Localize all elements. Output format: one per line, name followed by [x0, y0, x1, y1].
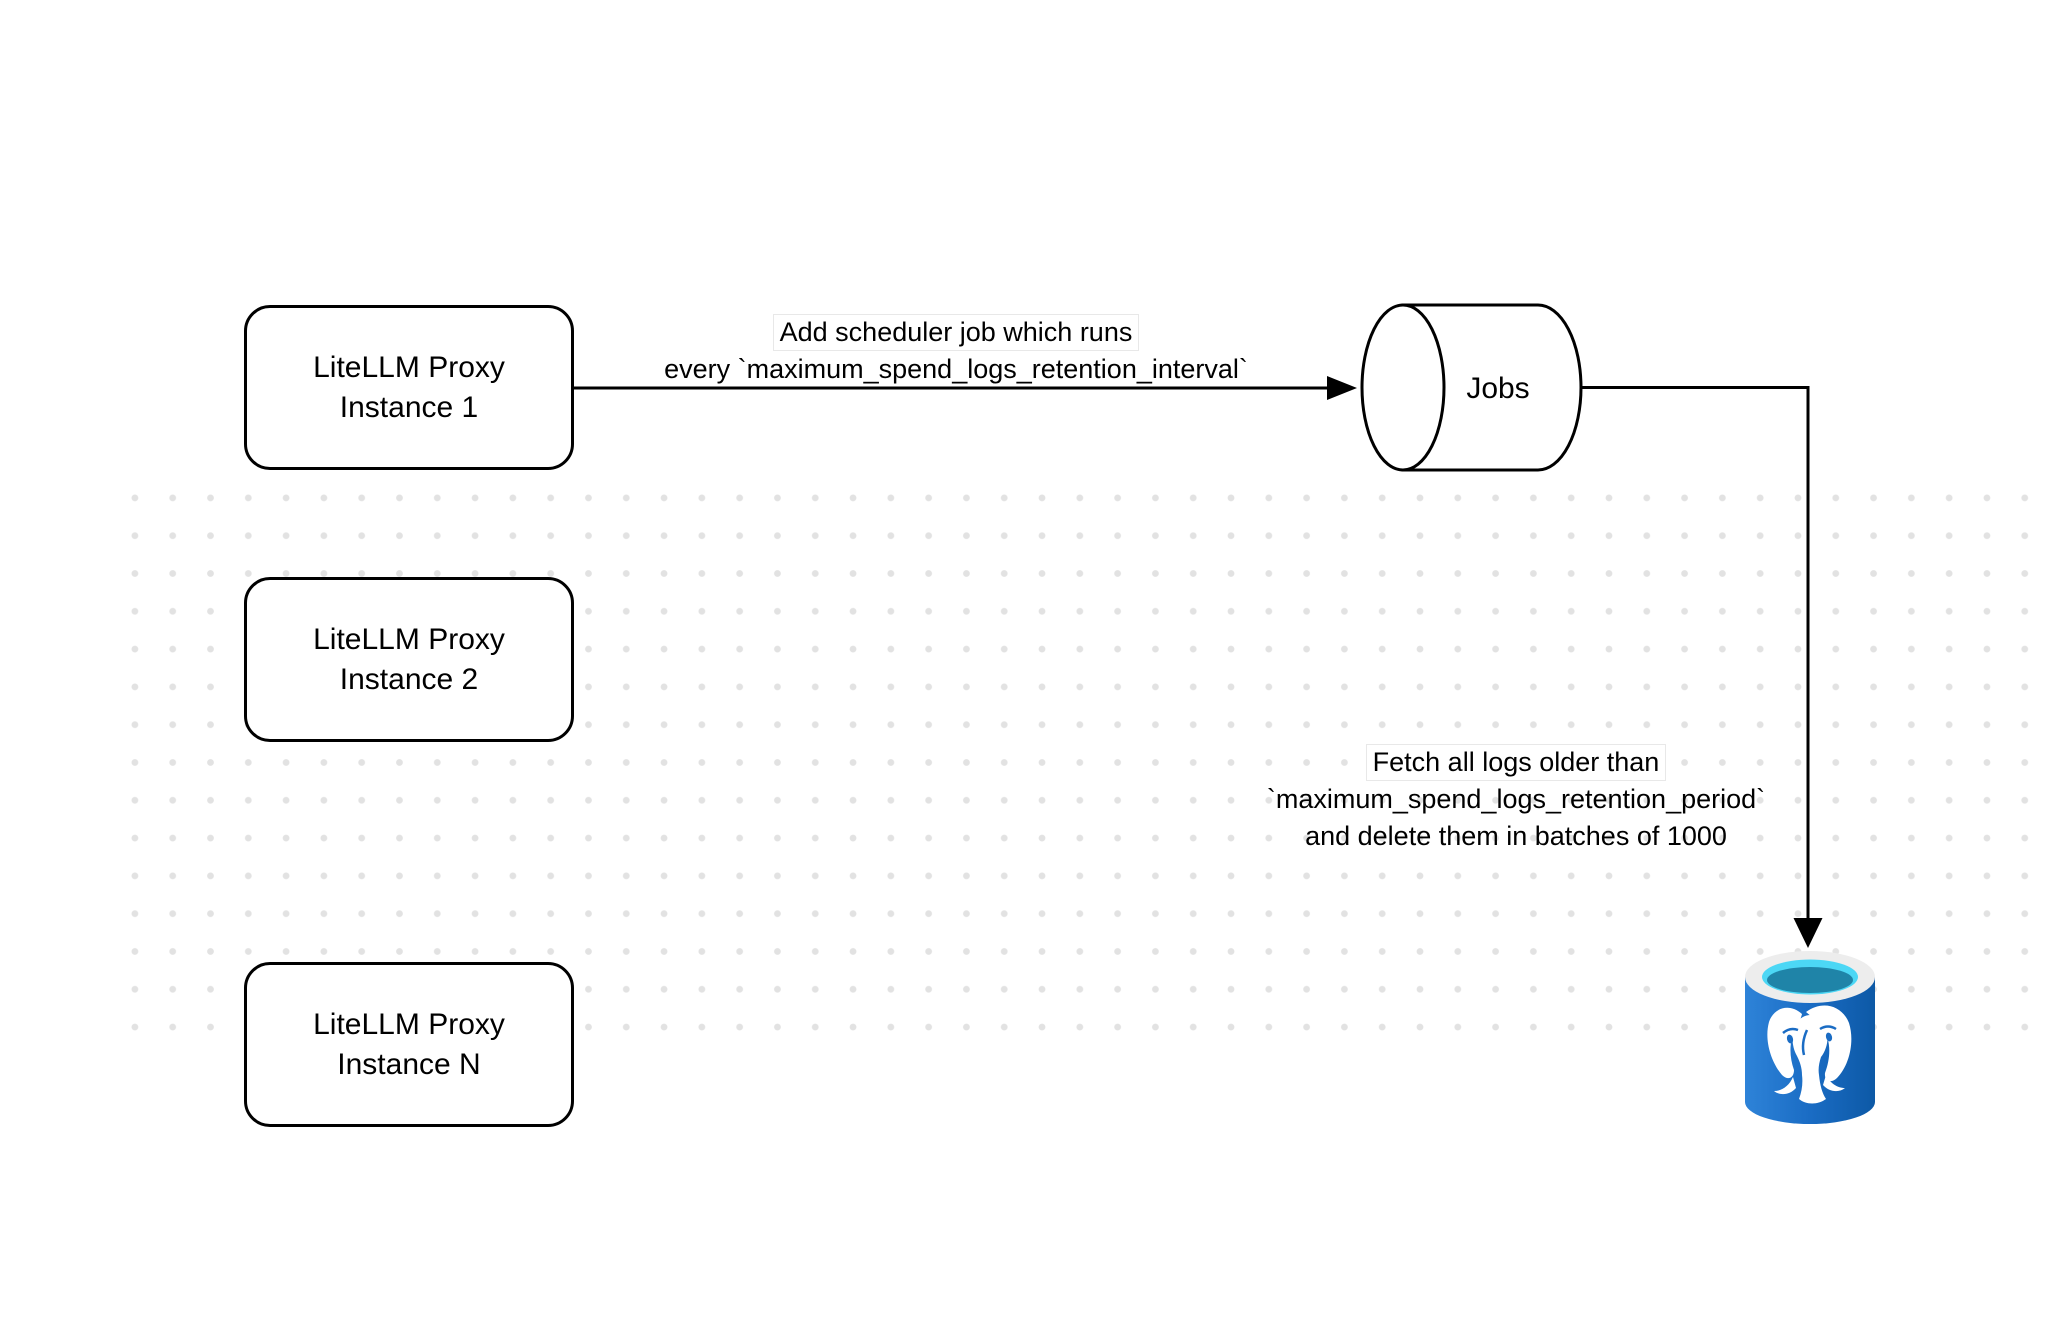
proxy-instance-n-label-line2: Instance N — [337, 1047, 481, 1081]
scheduler-edge-label-line2: every `maximum_spend_logs_retention_inte… — [664, 354, 1248, 384]
jobs-queue-node: Jobs — [1360, 303, 1583, 472]
fetch-delete-edge-label-line2: `maximum_spend_logs_retention_period` — [1266, 784, 1766, 814]
postgresql-database-icon — [1745, 951, 1875, 1124]
pg-water-depth — [1767, 967, 1853, 993]
proxy-instance-1-label-line1: LiteLLM Proxy — [313, 350, 505, 384]
scheduler-edge-label-line1: Add scheduler job which runs — [556, 314, 1356, 351]
proxy-instance-2-label-line2: Instance 2 — [339, 662, 479, 696]
fetch-delete-edge-label-line3: and delete them in batches of 1000 — [1305, 821, 1727, 851]
proxy-instance-2-label-line1: LiteLLM Proxy — [313, 622, 505, 656]
scheduler-edge-label: Add scheduler job which runs every `maxi… — [556, 314, 1356, 388]
proxy-instance-2-node: LiteLLM Proxy Instance 2 — [244, 577, 574, 742]
proxy-instance-n-node: LiteLLM Proxy Instance N — [244, 962, 574, 1127]
proxy-instance-1-node: LiteLLM Proxy Instance 1 — [244, 305, 574, 470]
pg-elephant-glyph — [1767, 1005, 1852, 1104]
proxy-instance-n-label-line1: LiteLLM Proxy — [313, 1007, 505, 1041]
proxy-instance-1-label-line2: Instance 1 — [339, 390, 479, 424]
fetch-delete-edge-label: Fetch all logs older than `maximum_spend… — [1206, 744, 1826, 855]
jobs-queue-label: Jobs — [1466, 372, 1529, 405]
fetch-delete-edge-label-line1: Fetch all logs older than — [1206, 744, 1826, 781]
